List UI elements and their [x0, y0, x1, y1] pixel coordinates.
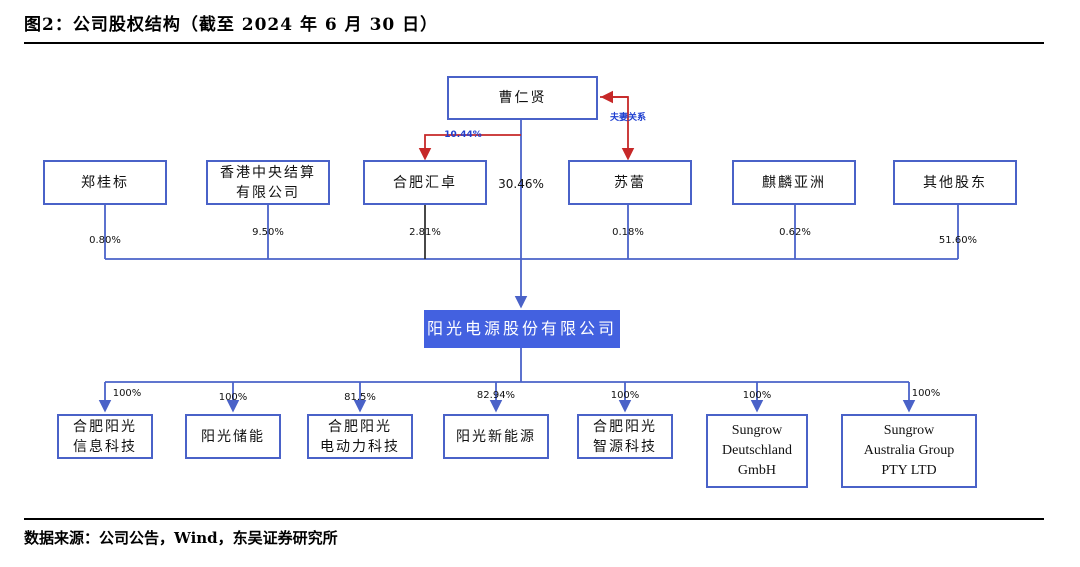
- control-line-hefei-huizhuo: [418, 134, 521, 161]
- subsidiary-box: Sungrow Australia Group PTY LTD: [841, 414, 977, 488]
- shareholder-box: 香港中央结算 有限公司: [206, 160, 330, 205]
- shareholder-name: 郑桂标: [81, 174, 129, 191]
- subsidiary-box: 合肥阳光 信息科技: [57, 414, 153, 459]
- subsidiary-pct: 100%: [112, 388, 142, 399]
- subsidiary-name: Sungrow Deutschland GmbH: [722, 423, 792, 478]
- shareholder-name: 麒麟亚洲: [762, 174, 826, 191]
- subsidiary-box: 合肥阳光 智源科技: [577, 414, 673, 459]
- shareholder-box: 苏蕾: [568, 160, 692, 205]
- shareholder-name: 苏蕾: [614, 174, 646, 191]
- subsidiary-box: 阳光新能源: [443, 414, 549, 459]
- top-holder-box: 曹仁贤: [447, 76, 598, 120]
- spouse-label: 夫妻关系: [609, 113, 647, 123]
- subsidiary-pct: 100%: [742, 390, 772, 401]
- subsidiary-name: 合肥阳光 信息科技: [73, 418, 137, 455]
- subsidiary-pct: 81.5%: [344, 392, 376, 403]
- shareholder-box: 合肥汇卓: [363, 160, 487, 205]
- shareholder-box: 麒麟亚洲: [732, 160, 856, 205]
- shareholder-pct: 0.62%: [779, 227, 811, 238]
- shareholder-name: 合肥汇卓: [393, 174, 457, 191]
- company-box: 阳光电源股份有限公司: [424, 310, 620, 348]
- shareholder-pct: 0.18%: [612, 227, 644, 238]
- control-pct-label: 10.44%: [444, 130, 482, 140]
- shareholder-name: 其他股东: [923, 174, 987, 191]
- direct-pct-label: 30.46%: [498, 177, 544, 191]
- subsidiary-box: Sungrow Deutschland GmbH: [706, 414, 808, 488]
- subsidiary-box: 合肥阳光 电动力科技: [307, 414, 413, 459]
- company-name: 阳光电源股份有限公司: [426, 319, 617, 338]
- shareholder-name: 香港中央结算 有限公司: [220, 164, 316, 201]
- subsidiary-name: Sungrow Australia Group PTY LTD: [863, 423, 955, 478]
- subsidiary-box: 阳光储能: [185, 414, 281, 459]
- subsidiary-name: 合肥阳光 电动力科技: [320, 418, 400, 455]
- subsidiary-name: 阳光新能源: [456, 428, 536, 445]
- spouse-line: [600, 96, 635, 161]
- bottom-rule: [24, 518, 1044, 520]
- top-rule: [24, 42, 1044, 44]
- subsidiary-pct: 100%: [911, 388, 941, 399]
- data-source: 数据来源：公司公告，Wind，东吴证券研究所: [24, 529, 338, 547]
- shareholder-box: 郑桂标: [43, 160, 167, 205]
- figure-title: 图2：公司股权结构（截至 2024 年 6 月 30 日）: [24, 15, 439, 35]
- shareholder-pct: 0.80%: [89, 235, 121, 246]
- subsidiary-name: 阳光储能: [201, 428, 265, 445]
- shareholder-box: 其他股东: [893, 160, 1017, 205]
- subsidiary-pct: 100%: [610, 390, 640, 401]
- shareholder-pct: 9.50%: [252, 227, 284, 238]
- top-holder-name: 曹仁贤: [498, 90, 547, 106]
- subsidiary-pct: 82.94%: [476, 390, 516, 401]
- shareholder-pct: 2.81%: [409, 227, 441, 238]
- subsidiary-name: 合肥阳光 智源科技: [593, 418, 657, 455]
- shareholder-pct: 51.60%: [938, 235, 978, 246]
- subsidiary-pct: 100%: [218, 392, 248, 403]
